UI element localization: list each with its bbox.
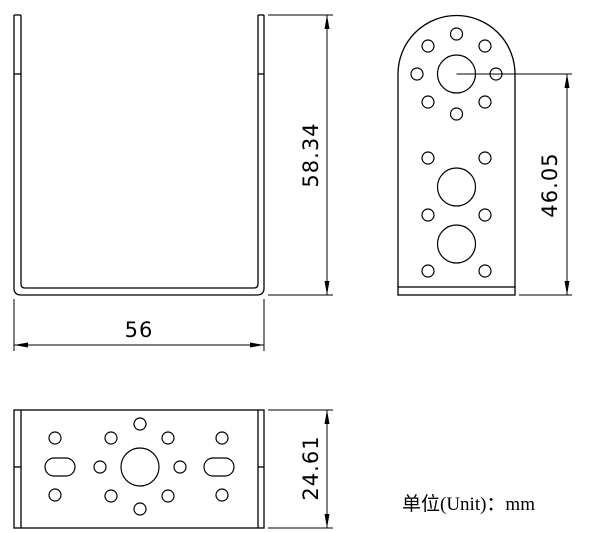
mounting-hole — [133, 417, 147, 431]
bottom-plate-outline — [13, 409, 265, 529]
mounting-hole — [421, 151, 435, 165]
u-bracket-outer-outline — [13, 15, 265, 296]
mounting-hole — [478, 39, 492, 53]
mounting-slot — [203, 457, 235, 477]
mounting-hole — [161, 489, 175, 503]
height-dimension-label: 58.34 — [299, 122, 323, 187]
large-hole — [436, 224, 477, 264]
mounting-hole — [478, 264, 492, 278]
mounting-hole — [104, 431, 118, 445]
hole-height-dimension-label: 46.05 — [538, 152, 562, 217]
mounting-hole — [215, 431, 229, 445]
mounting-hole — [449, 107, 464, 121]
mounting-hole — [133, 502, 147, 516]
side-plate-outline — [397, 14, 516, 287]
mounting-hole — [48, 431, 62, 445]
mounting-hole — [173, 460, 187, 474]
center-hole — [120, 447, 160, 487]
mounting-hole — [104, 489, 118, 503]
mounting-hole — [410, 67, 424, 81]
mounting-hole — [478, 95, 492, 109]
mounting-slot — [44, 457, 76, 477]
depth-dimension-label: 24.61 — [299, 435, 323, 500]
width-dimension-label: 56 — [125, 318, 154, 342]
u-bracket-inner-outline — [20, 15, 259, 289]
mounting-hole — [421, 95, 435, 109]
mounting-hole — [449, 27, 464, 41]
side-plate-base-flange — [397, 286, 516, 296]
depth-dimension: 24.61 — [268, 409, 333, 529]
mounting-hole — [421, 39, 435, 53]
mounting-hole — [421, 264, 435, 278]
mounting-hole — [48, 488, 62, 502]
side-view: 46.05 — [397, 14, 572, 296]
large-hole — [436, 167, 477, 207]
front-view: 58.34 56 — [13, 14, 333, 351]
mounting-hole — [215, 488, 229, 502]
height-dimension: 58.34 — [268, 14, 333, 296]
width-dimension: 56 — [13, 299, 265, 351]
unit-note: 单位(Unit)：mm — [402, 493, 535, 515]
mounting-hole — [161, 431, 175, 445]
bottom-view: 24.61 — [13, 409, 333, 529]
hole-height-dimension: 46.05 — [456, 73, 572, 296]
mounting-hole — [421, 208, 435, 222]
mounting-hole — [93, 460, 107, 474]
mounting-hole — [478, 151, 492, 165]
mounting-hole — [478, 208, 492, 222]
